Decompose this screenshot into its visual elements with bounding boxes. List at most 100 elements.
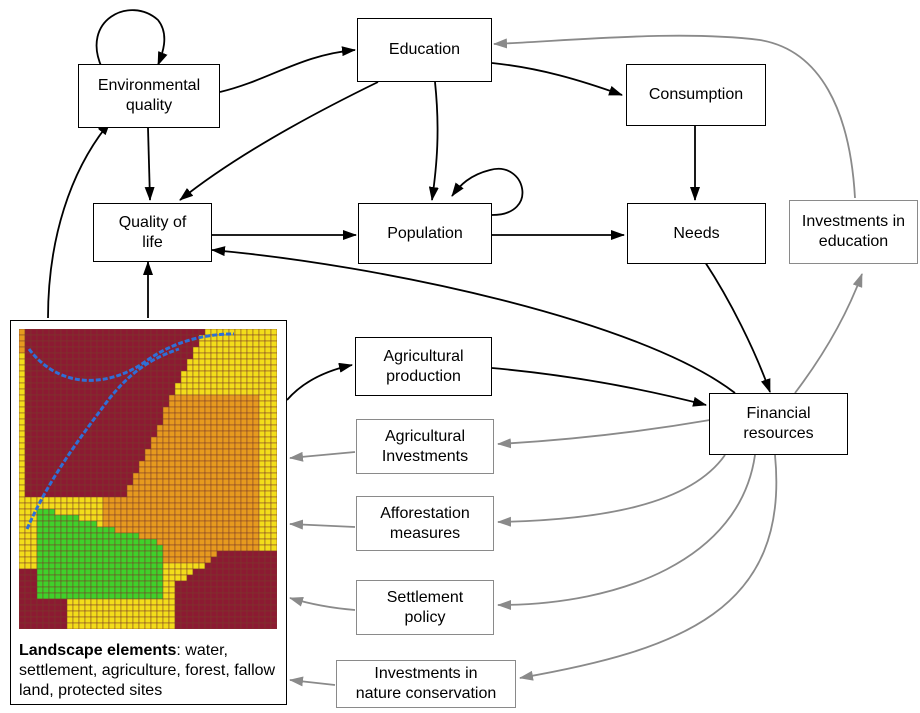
- map-cell: [156, 400, 164, 408]
- map-cell: [162, 496, 170, 504]
- map-cell: [19, 580, 26, 588]
- map-cell: [192, 526, 200, 534]
- map-cell: [156, 616, 164, 624]
- node-investments-in-nature-conservation[interactable]: Investments in nature conservation: [336, 660, 516, 708]
- map-cell: [264, 424, 272, 432]
- map-cell: [138, 610, 146, 618]
- arrow-financial-to-settlement: [497, 454, 756, 610]
- map-cell: [252, 586, 260, 594]
- map-cell: [24, 442, 32, 450]
- map-cell: [198, 604, 206, 612]
- map-cell: [24, 388, 32, 396]
- map-cell: [240, 418, 248, 426]
- map-cell: [180, 580, 188, 588]
- map-cell: [180, 502, 188, 510]
- map-cell: [264, 454, 272, 462]
- map-cell: [48, 610, 56, 618]
- map-cell: [186, 502, 194, 510]
- map-cell: [36, 436, 44, 444]
- map-cell: [36, 376, 44, 384]
- node-investments-in-education[interactable]: Investments in education: [789, 200, 918, 264]
- map-cell: [138, 334, 146, 342]
- map-cell: [19, 574, 26, 582]
- node-environmental-quality[interactable]: Environmental quality: [78, 64, 220, 128]
- node-agricultural-production[interactable]: Agricultural production: [355, 337, 492, 396]
- node-quality-of-life[interactable]: Quality of life: [93, 203, 212, 262]
- map-cell: [48, 400, 56, 408]
- node-agricultural-investments[interactable]: Agricultural Investments: [356, 419, 494, 474]
- map-cell: [138, 538, 146, 546]
- map-cell: [48, 544, 56, 552]
- map-cell: [240, 556, 248, 564]
- map-cell: [24, 538, 32, 546]
- map-cell: [54, 406, 62, 414]
- map-cell: [270, 412, 277, 420]
- map-cell: [36, 484, 44, 492]
- map-cell: [108, 352, 116, 360]
- map-cell: [60, 382, 68, 390]
- map-cell: [19, 538, 26, 546]
- map-cell: [198, 484, 206, 492]
- map-cell: [114, 448, 122, 456]
- map-cell: [126, 496, 134, 504]
- map-cell: [90, 502, 98, 510]
- map-cell: [138, 544, 146, 552]
- map-cell: [210, 496, 218, 504]
- map-cell: [162, 329, 170, 336]
- map-cell: [210, 544, 218, 552]
- map-cell: [252, 382, 260, 390]
- map-cell: [204, 478, 212, 486]
- map-cell: [270, 556, 277, 564]
- map-cell: [150, 592, 158, 600]
- map-cell: [156, 406, 164, 414]
- map-cell: [48, 598, 56, 606]
- map-cell: [144, 526, 152, 534]
- map-cell: [270, 388, 277, 396]
- map-cell: [48, 424, 56, 432]
- map-cell: [19, 598, 26, 606]
- map-cell: [78, 406, 86, 414]
- map-cell: [138, 400, 146, 408]
- map-cell: [198, 424, 206, 432]
- node-needs[interactable]: Needs: [627, 203, 766, 264]
- map-cell: [24, 544, 32, 552]
- map-cell: [222, 586, 230, 594]
- map-cell: [210, 376, 218, 384]
- node-settlement-policy[interactable]: Settlement policy: [356, 580, 494, 635]
- map-cell: [162, 490, 170, 498]
- map-cell: [36, 580, 44, 588]
- map-cell: [48, 388, 56, 396]
- map-cell: [180, 562, 188, 570]
- map-cell: [144, 550, 152, 558]
- map-cell: [246, 358, 254, 366]
- map-cell: [192, 442, 200, 450]
- map-cell: [132, 616, 140, 624]
- node-financial-resources[interactable]: Financial resources: [709, 393, 848, 455]
- landscape-grid-map: [19, 329, 277, 629]
- node-education[interactable]: Education: [357, 18, 492, 82]
- map-cell: [198, 436, 206, 444]
- map-cell: [120, 562, 128, 570]
- node-population[interactable]: Population: [358, 203, 492, 264]
- map-cell: [192, 604, 200, 612]
- node-consumption[interactable]: Consumption: [626, 64, 766, 126]
- arrow-financial-to-inv-education: [794, 273, 863, 394]
- map-cell: [60, 526, 68, 534]
- map-cell: [126, 358, 134, 366]
- map-cell: [234, 412, 242, 420]
- map-cell: [102, 436, 110, 444]
- map-cell: [156, 592, 164, 600]
- map-cell: [246, 442, 254, 450]
- map-cell: [258, 334, 266, 342]
- map-cell: [258, 616, 266, 624]
- map-cell: [198, 400, 206, 408]
- map-cell: [270, 484, 277, 492]
- map-cell: [120, 586, 128, 594]
- node-afforestation-measures[interactable]: Afforestation measures: [356, 496, 494, 551]
- map-cell: [19, 358, 26, 366]
- map-cell: [144, 460, 152, 468]
- map-cell: [150, 532, 158, 540]
- map-cell: [36, 460, 44, 468]
- map-cell: [144, 478, 152, 486]
